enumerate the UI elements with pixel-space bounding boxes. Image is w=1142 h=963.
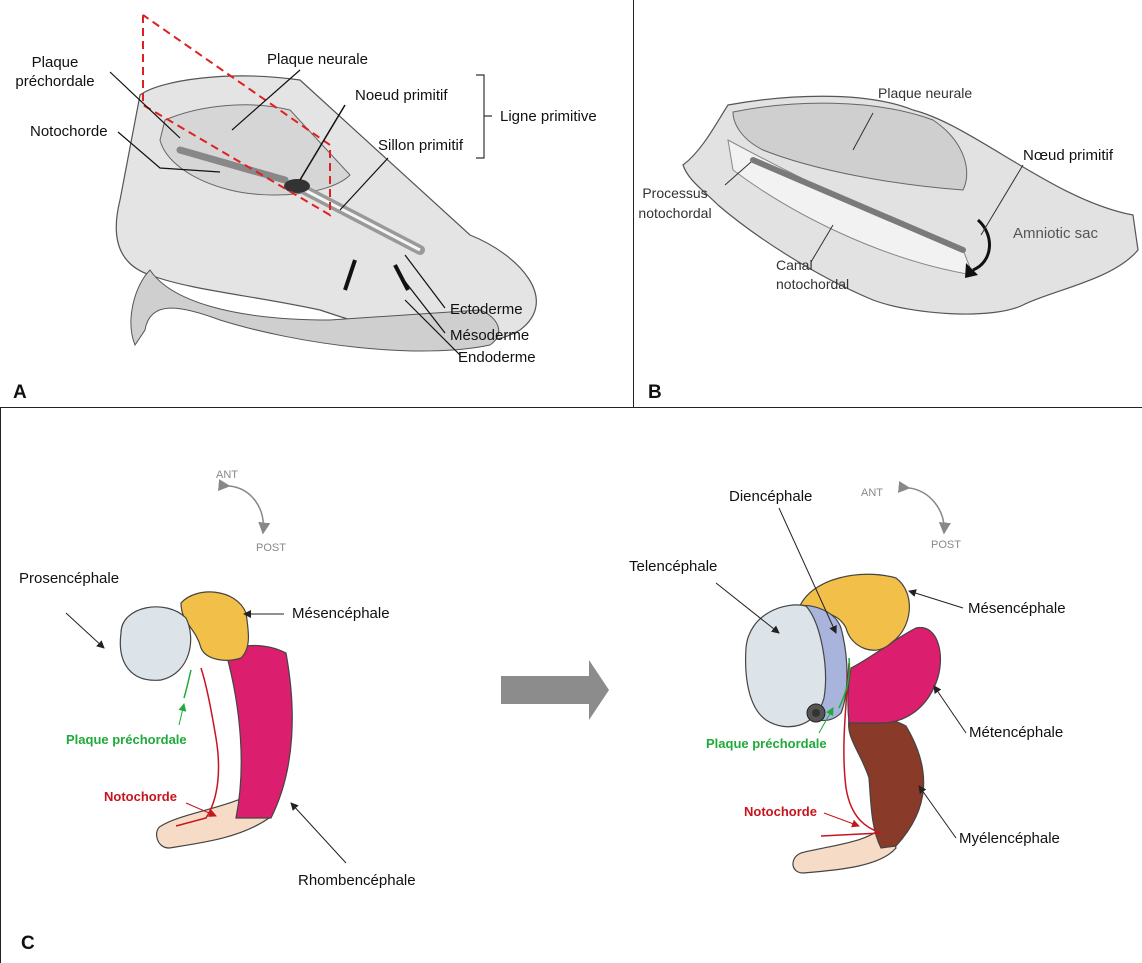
right-post-label: POST [931,539,961,551]
panel-a-drawing: Plaque préchordale Plaque neurale Noeud … [0,0,633,407]
right-myelencephale [849,717,924,848]
label-noeud-primitif-a: Noeud primitif [355,87,448,104]
orientation-arrow-left [229,486,263,533]
label-plaque-prechordale-2: préchordale [15,73,94,90]
label-canal-2: notochordal [776,276,849,292]
left-label-prosencephale: Prosencéphale [19,570,119,587]
label-notochorde-a: Notochorde [30,123,108,140]
label-processus-1: Processus [642,185,707,201]
transition-arrow [501,660,609,720]
panel-letter-c: C [21,933,35,954]
arrow-notochorde-right [824,813,859,826]
panel-a: Plaque préchordale Plaque neurale Noeud … [0,0,634,408]
orientation-arrow-right [909,488,944,533]
arrow-rhombencephale-left [291,803,346,863]
arrow-mesencephale-right [909,591,963,608]
left-label-rhombencephale: Rhombencéphale [298,872,416,889]
panel-b-drawing: Plaque neurale Nœud primitif Processus n… [633,0,1142,407]
primitive-node-a [284,179,310,193]
right-optic-vesicle-inner [812,709,820,717]
label-plaque-neurale-a: Plaque neurale [267,51,368,68]
label-ligne-primitive: Ligne primitive [500,108,597,125]
right-label-plaque-prechordale: Plaque préchordale [706,736,827,751]
right-label-telencephale: Telencéphale [629,558,717,575]
arrow-metencephale-right [934,686,966,733]
left-label-plaque-prechordale: Plaque préchordale [66,732,187,747]
left-label-notochorde: Notochorde [104,789,177,804]
panel-letter-a: A [13,382,27,403]
right-ant-label: ANT [861,487,883,499]
left-post-label: POST [256,542,286,554]
label-noeud-primitif-b: Nœud primitif [1023,147,1114,164]
label-mesoderme: Mésoderme [450,327,529,344]
right-label-notochorde: Notochorde [744,804,817,819]
arrow-prosencephale-left [66,613,104,648]
right-label-metencephale: Métencéphale [969,724,1063,741]
left-prosencephale [120,607,190,680]
label-endoderme: Endoderme [458,349,536,366]
panel-c-drawing: ANT POST Prosencéphale Mésencéphale Plaq… [1,408,1142,963]
right-label-myelencephale: Myélencéphale [959,830,1060,847]
arrow-telencephale-right [716,583,779,633]
left-rhombencephale [226,646,292,819]
arrow-myelencephale-right [919,786,956,838]
label-plaque-neurale-b: Plaque neurale [878,85,972,101]
label-processus-2: notochordal [638,205,711,221]
label-canal-1: Canal [776,257,813,273]
label-plaque-prechordale-1: Plaque [32,54,79,71]
bracket-ligne-primitive [476,75,492,158]
left-ant-label: ANT [216,469,238,481]
left-mesencephale [181,592,248,660]
left-prechordal-line [184,670,191,698]
label-amniotic-sac: Amniotic sac [1013,225,1099,242]
left-notochord-line [176,668,219,826]
panel-letter-b: B [648,382,662,403]
panel-c: ANT POST Prosencéphale Mésencéphale Plaq… [0,408,1142,963]
left-label-mesencephale: Mésencéphale [292,605,390,622]
label-ectoderme: Ectoderme [450,301,523,318]
right-label-diencephale: Diencéphale [729,488,812,505]
right-label-mesencephale: Mésencéphale [968,600,1066,617]
label-sillon-primitif: Sillon primitif [378,137,464,154]
arrow-prechordale-left [179,704,184,725]
panel-b: Plaque neurale Nœud primitif Processus n… [633,0,1142,408]
